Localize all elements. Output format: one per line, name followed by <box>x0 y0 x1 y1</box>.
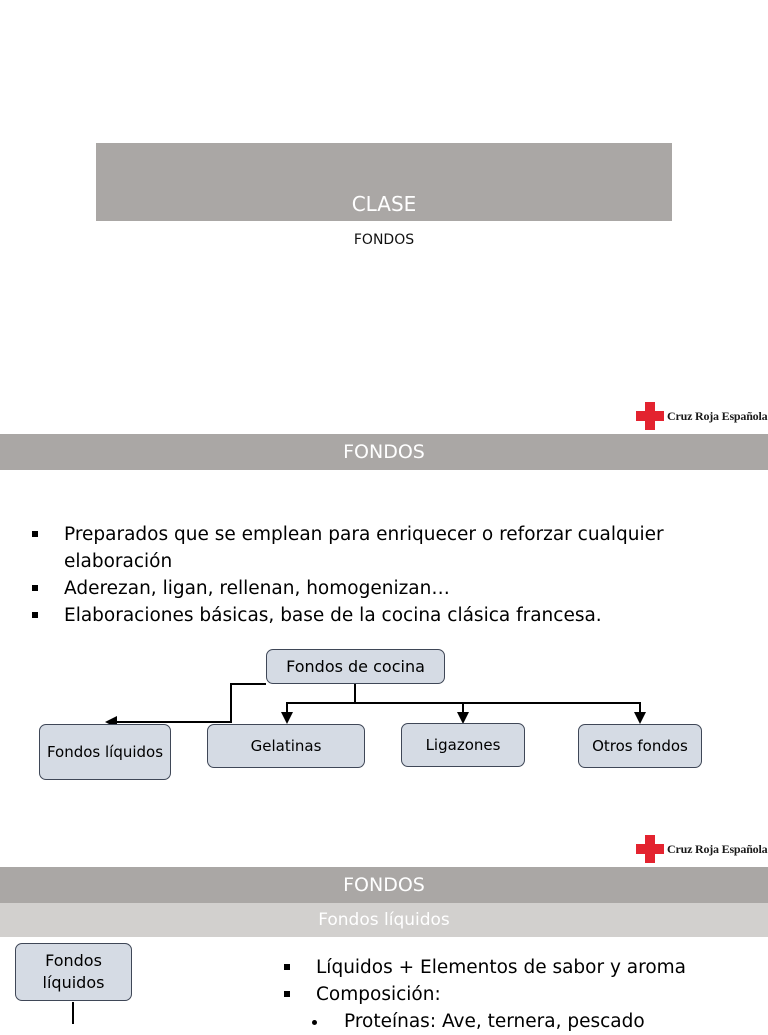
logo-cruz-roja-1: Cruz Roja Española <box>636 401 768 431</box>
list-item: Elaboraciones básicas, base de la cocina… <box>30 602 730 629</box>
list-item: Aderezan, ligan, rellenan, homogenizan… <box>30 575 730 602</box>
red-cross-icon <box>636 835 664 863</box>
slide3-header: FONDOS <box>0 867 768 903</box>
title-box: CLASE <box>96 143 672 221</box>
slide-title: CLASE <box>351 192 417 216</box>
logo-text: Cruz Roja Española <box>667 841 768 856</box>
slide2-bullet-list: Preparados que se emplean para enriquece… <box>30 521 730 629</box>
logo-cruz-roja-2: Cruz Roja Española <box>636 834 768 864</box>
logo-text: Cruz Roja Española <box>667 408 768 423</box>
slide2-header: FONDOS <box>0 434 768 470</box>
diagram-node-gelatinas: Gelatinas <box>207 724 365 768</box>
list-item: Composición: <box>282 981 742 1008</box>
slide3-subheader: Fondos líquidos <box>0 903 768 937</box>
diagram-root-node: Fondos de cocina <box>266 649 445 684</box>
diagram-node-otros-fondos: Otros fondos <box>578 724 702 768</box>
slide-subtitle: FONDOS <box>353 232 415 248</box>
slide3-node-fondos-liquidos: Fondos líquidos <box>15 943 132 1001</box>
diagram-node-fondos-liquidos: Fondos líquidos <box>39 724 171 780</box>
slide3-bullet-list: Líquidos + Elementos de sabor y aroma Co… <box>282 954 742 1035</box>
list-item: Líquidos + Elementos de sabor y aroma <box>282 954 742 981</box>
diagram-node-ligazones: Ligazones <box>401 723 525 767</box>
red-cross-icon <box>636 402 664 430</box>
list-item: Preparados que se emplean para enriquece… <box>30 521 730 575</box>
list-item: Proteínas: Ave, ternera, pescado <box>282 1008 742 1035</box>
